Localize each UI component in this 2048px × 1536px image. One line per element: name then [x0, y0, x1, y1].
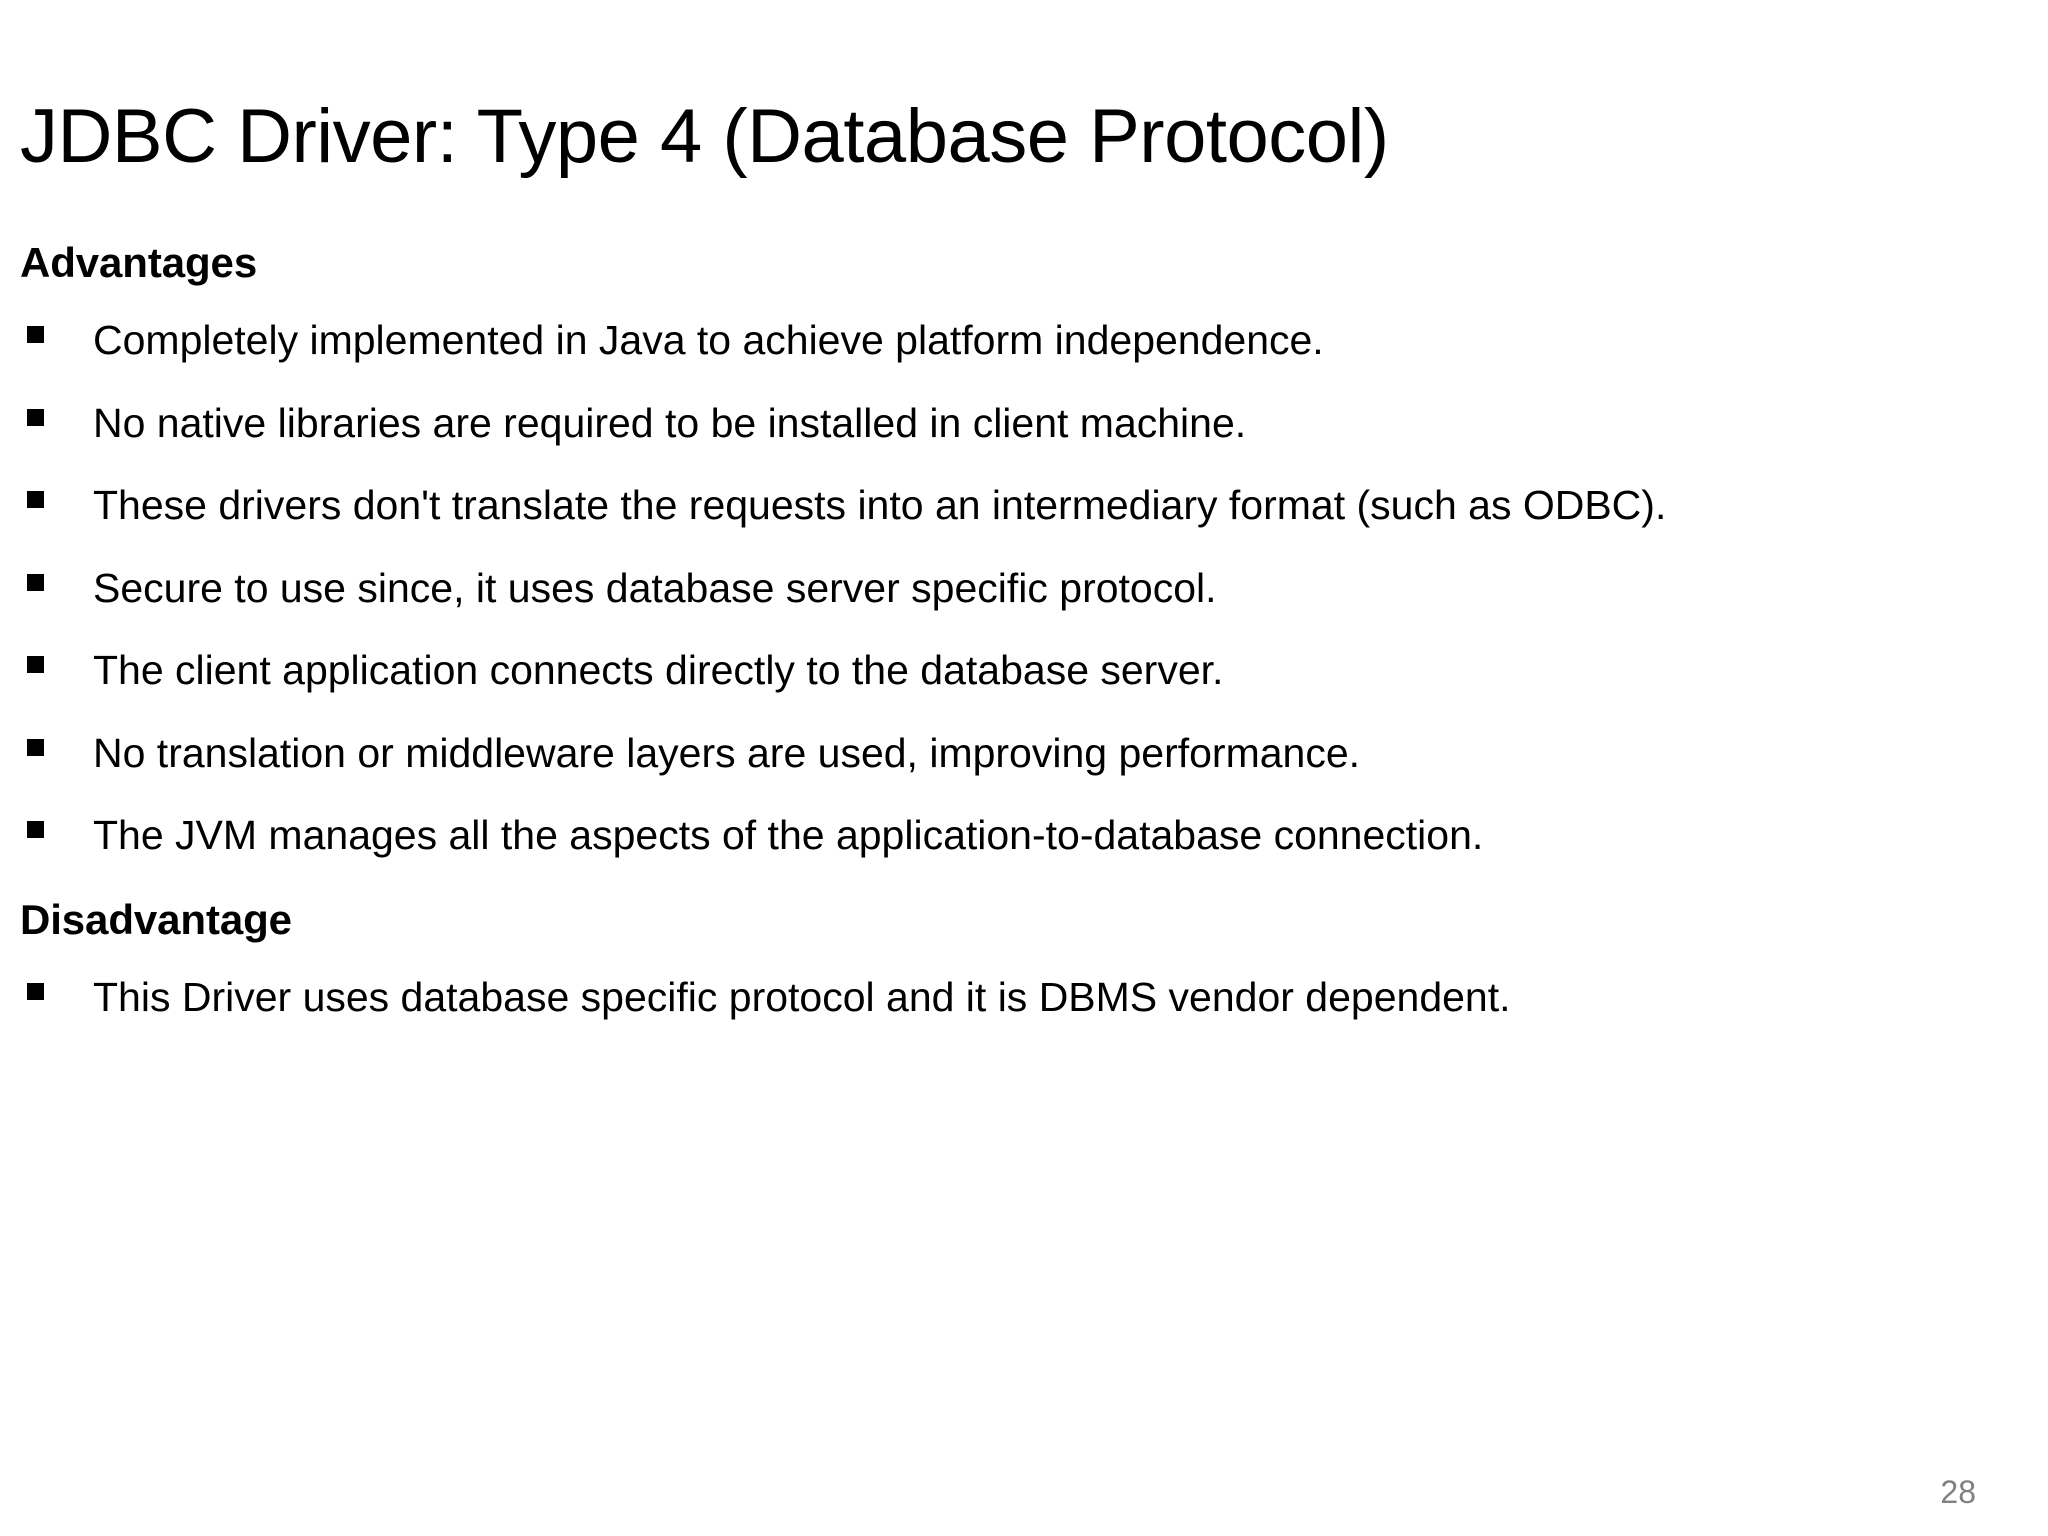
page-title: JDBC Driver: Type 4 (Database Protocol) — [20, 93, 1389, 179]
list-item: Secure to use since, it uses database se… — [20, 553, 1968, 624]
section-heading-disadvantage: Disadvantage — [20, 895, 292, 943]
list-item: The JVM manages all the aspects of the a… — [20, 800, 1968, 871]
list-item-text: The client application connects directly… — [93, 647, 1224, 694]
list-item-text: No native libraries are required to be i… — [93, 399, 1247, 446]
list-item: These drivers don't translate the reques… — [20, 470, 1968, 541]
page-number: 28 — [1940, 1474, 1976, 1510]
square-bullet-icon — [27, 326, 44, 344]
list-item-text: This Driver uses database specific proto… — [93, 974, 1511, 1021]
disadvantage-bullet-list: This Driver uses database specific proto… — [20, 962, 1968, 1033]
list-item-text: Secure to use since, it uses database se… — [93, 564, 1217, 611]
list-item-text: These drivers don't translate the reques… — [93, 482, 1667, 529]
square-bullet-icon — [27, 821, 44, 839]
square-bullet-icon — [27, 408, 44, 426]
list-item: Completely implemented in Java to achiev… — [20, 305, 1968, 376]
list-item-text: Completely implemented in Java to achiev… — [93, 317, 1324, 364]
slide-body: Advantages Completely implemented in Jav… — [20, 240, 1968, 1045]
list-item: The client application connects directly… — [20, 635, 1968, 706]
advantages-bullet-list: Completely implemented in Java to achiev… — [20, 305, 1968, 871]
list-item-text: No translation or middleware layers are … — [93, 729, 1361, 776]
square-bullet-icon — [27, 573, 44, 591]
list-item: This Driver uses database specific proto… — [20, 962, 1968, 1033]
list-item-text: The JVM manages all the aspects of the a… — [93, 812, 1484, 859]
square-bullet-icon — [27, 656, 44, 674]
list-item: No native libraries are required to be i… — [20, 388, 1968, 459]
square-bullet-icon — [27, 738, 44, 756]
list-item: No translation or middleware layers are … — [20, 718, 1968, 789]
square-bullet-icon — [27, 983, 44, 1001]
square-bullet-icon — [27, 491, 44, 509]
section-heading-advantages: Advantages — [20, 239, 258, 286]
